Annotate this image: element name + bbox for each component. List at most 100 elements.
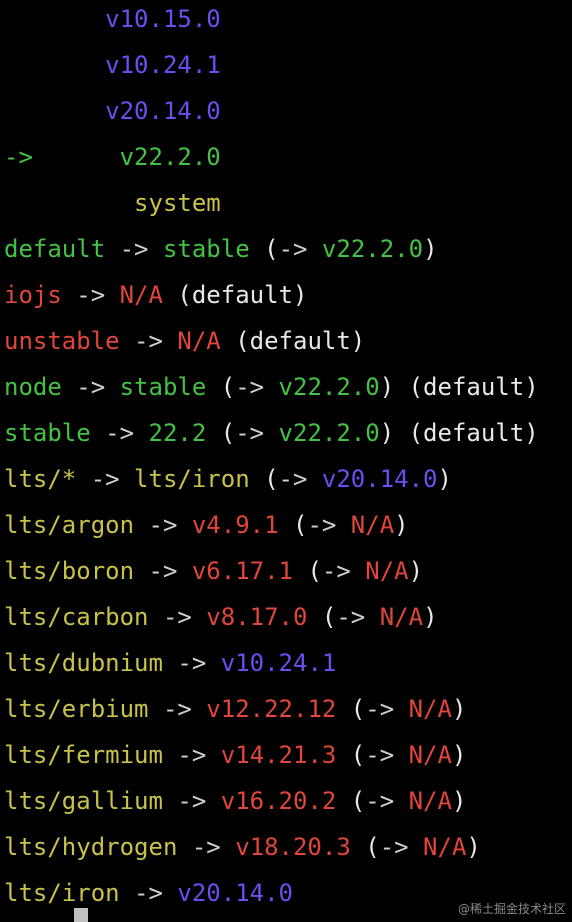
terminal-text-segment: v10.24.1 bbox=[4, 51, 221, 79]
terminal-text-segment: lts/iron bbox=[134, 465, 250, 493]
terminal-text-segment: node bbox=[4, 373, 62, 401]
terminal-text-segment: v20.14.0 bbox=[4, 97, 221, 125]
terminal-text-segment: -> bbox=[162, 649, 221, 677]
terminal-text-segment: lts/argon bbox=[4, 511, 135, 539]
terminal-text-segment: N/A bbox=[408, 833, 467, 861]
terminal-text-segment: N/A bbox=[350, 557, 409, 585]
terminal-text-segment: -> bbox=[61, 281, 120, 309]
terminal-output: v10.15.0 v10.24.1 v20.14.0-> v22.2.0 sys… bbox=[4, 0, 572, 916]
terminal-text-segment: v20.14.0 bbox=[177, 879, 293, 907]
terminal-line: v10.24.1 bbox=[4, 42, 572, 88]
terminal-text-segment: -> bbox=[148, 603, 207, 631]
terminal-text-segment: ( bbox=[206, 419, 236, 447]
terminal-text-segment: ( bbox=[206, 373, 236, 401]
terminal-text-segment: N/A bbox=[394, 787, 452, 815]
terminal-text-segment: -> bbox=[365, 695, 395, 723]
terminal-text-segment: N/A bbox=[394, 695, 452, 723]
terminal-text-segment: -> bbox=[76, 465, 135, 493]
terminal-text-segment: N/A bbox=[365, 603, 424, 631]
watermark: @稀土掘金技术社区 bbox=[457, 902, 566, 916]
terminal-line: iojs -> N/A (default) bbox=[4, 272, 572, 318]
terminal-text-segment: ( bbox=[336, 695, 366, 723]
terminal-text-segment: -> bbox=[162, 787, 221, 815]
terminal-line: stable -> 22.2 (-> v22.2.0) (default) bbox=[4, 410, 572, 456]
terminal-text-segment: -> bbox=[321, 557, 351, 585]
terminal-text-segment: -> bbox=[105, 235, 163, 263]
terminal-text-segment: v14.21.3 bbox=[220, 741, 337, 769]
terminal-text-segment: -> v22.2.0 bbox=[4, 143, 221, 171]
terminal-line: node -> stable (-> v22.2.0) (default) bbox=[4, 364, 572, 410]
terminal-text-segment: N/A bbox=[119, 281, 163, 309]
terminal-line: v20.14.0 bbox=[4, 88, 572, 134]
terminal-line: lts/fermium -> v14.21.3 (-> N/A) bbox=[4, 732, 572, 778]
terminal-text-segment: lts/* bbox=[4, 465, 77, 493]
terminal-text-segment: v4.9.1 bbox=[191, 511, 279, 539]
terminal-text-segment: ( bbox=[249, 235, 279, 263]
terminal-line: lts/dubnium -> v10.24.1 bbox=[4, 640, 572, 686]
terminal-text-segment: v12.22.12 bbox=[206, 695, 337, 723]
terminal-text-segment: -> bbox=[278, 235, 308, 263]
terminal-text-segment: (default) bbox=[162, 281, 308, 309]
terminal-text-segment: ( bbox=[350, 833, 380, 861]
terminal-text-segment: (default) bbox=[220, 327, 366, 355]
terminal-text-segment: v6.17.1 bbox=[191, 557, 293, 585]
terminal-line: lts/* -> lts/iron (-> v20.14.0) bbox=[4, 456, 572, 502]
terminal-text-segment: ) bbox=[423, 235, 438, 263]
terminal-text-segment: N/A bbox=[336, 511, 395, 539]
terminal-line: lts/argon -> v4.9.1 (-> N/A) bbox=[4, 502, 572, 548]
terminal-text-segment: default bbox=[4, 235, 106, 263]
terminal-text-segment: ) bbox=[451, 695, 467, 723]
terminal-text-segment: ) (default) bbox=[379, 373, 539, 401]
terminal-line: lts/carbon -> v8.17.0 (-> N/A) bbox=[4, 594, 572, 640]
terminal-text-segment: lts/iron bbox=[4, 879, 120, 907]
terminal-text-segment: v20.14.0 bbox=[307, 465, 438, 493]
terminal-text-segment: ) bbox=[408, 557, 424, 585]
terminal-cursor[interactable] bbox=[74, 908, 88, 922]
terminal-line: -> v22.2.0 bbox=[4, 134, 572, 180]
terminal-text-segment: -> bbox=[162, 741, 221, 769]
terminal-line: lts/boron -> v6.17.1 (-> N/A) bbox=[4, 548, 572, 594]
terminal-line: lts/hydrogen -> v18.20.3 (-> N/A) bbox=[4, 824, 572, 870]
terminal-text-segment: -> bbox=[336, 603, 366, 631]
terminal-text-segment: stable bbox=[119, 373, 207, 401]
terminal-text-segment: N/A bbox=[394, 741, 452, 769]
terminal-text-segment: lts/carbon bbox=[4, 603, 149, 631]
terminal-text-segment: lts/fermium bbox=[4, 741, 163, 769]
terminal-text-segment: stable bbox=[4, 419, 91, 447]
terminal-text-segment: ( bbox=[336, 741, 366, 769]
terminal-text-segment: lts/boron bbox=[4, 557, 135, 585]
terminal-text-segment: v16.20.2 bbox=[220, 787, 337, 815]
terminal-line: lts/gallium -> v16.20.2 (-> N/A) bbox=[4, 778, 572, 824]
terminal-text-segment: -> bbox=[379, 833, 409, 861]
terminal-text-segment: -> bbox=[134, 557, 192, 585]
terminal-text-segment: ) bbox=[451, 787, 467, 815]
terminal-text-segment: -> bbox=[177, 833, 236, 861]
terminal-line: lts/erbium -> v12.22.12 (-> N/A) bbox=[4, 686, 572, 732]
terminal-text-segment: v10.24.1 bbox=[220, 649, 337, 677]
terminal-text-segment: lts/erbium bbox=[4, 695, 149, 723]
terminal-text-segment: ) bbox=[423, 603, 438, 631]
terminal-text-segment: ) bbox=[394, 511, 409, 539]
terminal-text-segment: -> bbox=[148, 695, 207, 723]
terminal-text-segment: ( bbox=[278, 511, 308, 539]
terminal-line: system bbox=[4, 180, 572, 226]
terminal-text-segment: iojs bbox=[4, 281, 62, 309]
terminal-text-segment: ) bbox=[437, 465, 452, 493]
terminal-text-segment: stable bbox=[162, 235, 250, 263]
terminal-text-segment: ( bbox=[293, 557, 322, 585]
terminal-text-segment: unstable bbox=[4, 327, 120, 355]
terminal-text-segment: -> bbox=[235, 373, 265, 401]
terminal-text-segment: ) bbox=[451, 741, 467, 769]
terminal-text-segment: v22.2.0 bbox=[264, 419, 380, 447]
terminal-text-segment: 22.2 bbox=[148, 419, 207, 447]
terminal-text-segment: -> bbox=[278, 465, 308, 493]
terminal-text-segment: ( bbox=[336, 787, 366, 815]
terminal-text-segment: -> bbox=[90, 419, 149, 447]
terminal-text-segment: -> bbox=[307, 511, 337, 539]
terminal-text-segment: v10.15.0 bbox=[4, 5, 221, 33]
terminal-line: lts/iron -> v20.14.0 bbox=[4, 870, 572, 916]
terminal-text-segment: lts/gallium bbox=[4, 787, 163, 815]
terminal-text-segment: -> bbox=[119, 327, 178, 355]
terminal-text-segment: N/A bbox=[177, 327, 221, 355]
terminal-text-segment: -> bbox=[61, 373, 120, 401]
